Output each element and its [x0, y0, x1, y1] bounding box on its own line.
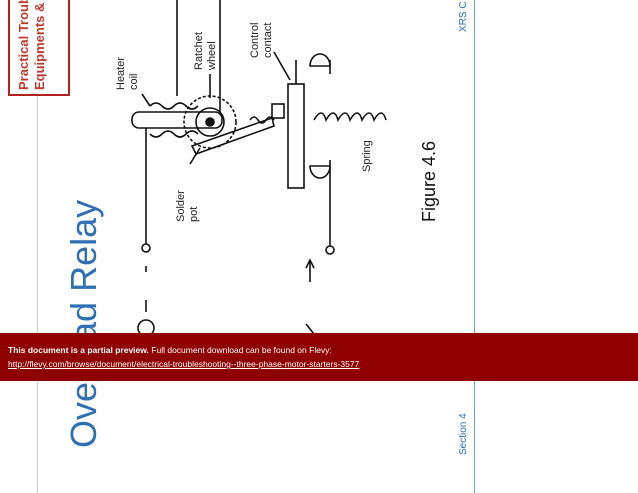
contact-bar	[287, 83, 305, 189]
label-heater-1: Heater	[115, 57, 127, 90]
label-ratchet-1: Ratchet	[193, 32, 205, 70]
lever	[190, 116, 275, 155]
heater-frame	[131, 111, 223, 129]
ratchet-hub	[195, 107, 225, 137]
terminal	[141, 243, 151, 253]
right-margin-rule	[474, 0, 475, 493]
leader-line	[273, 51, 291, 81]
label-ratchet-2: wheel	[206, 41, 218, 71]
leader-line	[141, 93, 151, 107]
brand-line-1: Practical Troubl	[16, 0, 31, 90]
label-spring: Spring	[361, 140, 373, 172]
spring-coil	[313, 112, 387, 123]
heater-coil-winding	[149, 130, 199, 138]
banner-line-1: This document is a partial preview. Full…	[8, 343, 630, 357]
banner-bold-text: This document is a partial preview.	[8, 345, 149, 355]
brand-box: Practical Troubl Equipments & C	[8, 0, 70, 96]
left-margin-rule	[37, 92, 38, 493]
preview-banner: This document is a partial preview. Full…	[0, 333, 638, 381]
label-solder-1: Solder	[175, 190, 187, 222]
contact-dome	[309, 165, 331, 179]
lever-spring	[249, 116, 275, 124]
banner-text: Full document download can be found on F…	[151, 345, 332, 355]
contact-dome	[309, 53, 331, 67]
label-contact-1: Control	[249, 23, 261, 58]
contact-stub	[271, 103, 285, 119]
slide-title: Overload Relay	[63, 199, 104, 448]
overload-relay-diagram: Heater coil Ratchet wheel Control contac…	[115, 0, 387, 337]
section-label: Section 4	[458, 413, 469, 455]
flevy-link[interactable]: http://flevy.com/browse/document/electri…	[8, 359, 360, 369]
course-label: XRS C	[458, 1, 469, 32]
arrow-head	[305, 258, 315, 269]
ratchet-axle	[205, 117, 215, 127]
brand-title: Practical Troubl Equipments & C	[16, 0, 66, 90]
terminal	[325, 245, 335, 255]
heater-coil-winding	[149, 102, 199, 110]
figure-caption: Figure 4.6	[419, 140, 439, 222]
label-contact-2: contact	[262, 23, 274, 58]
label-solder-2: pot	[188, 207, 200, 222]
label-heater-2: coil	[128, 73, 140, 90]
brand-line-2: Equipments & C	[32, 0, 47, 90]
leader-line	[189, 147, 201, 165]
switch-blade	[305, 323, 315, 335]
